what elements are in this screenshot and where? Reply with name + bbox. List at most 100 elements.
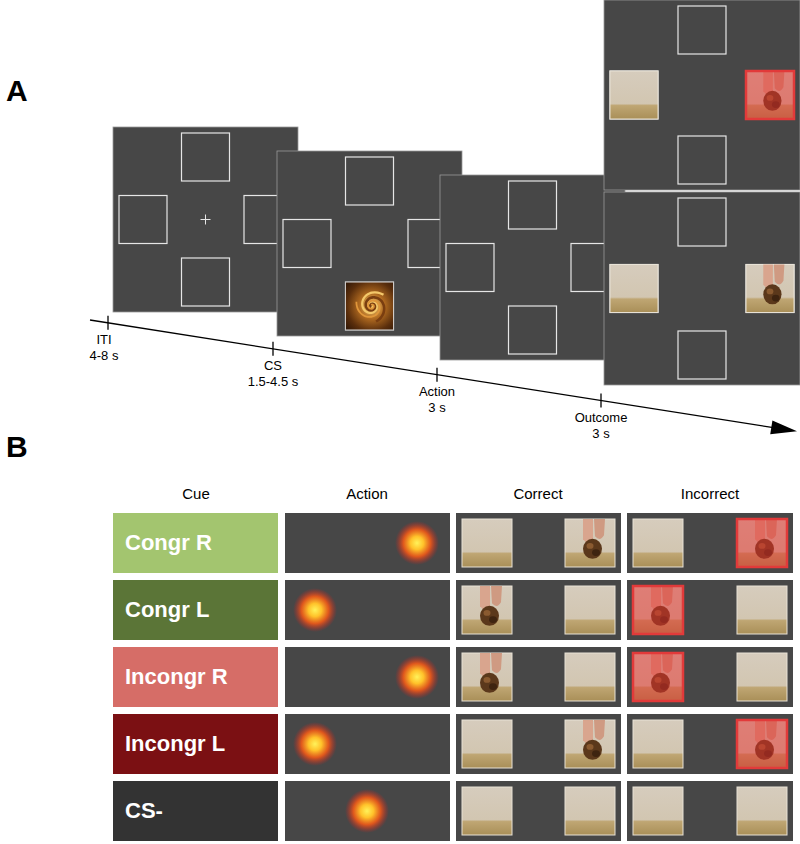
screen-ground (604, 0, 800, 190)
table-cell (456, 580, 621, 640)
condition-table (285, 513, 793, 841)
phase-name: Outcome (575, 411, 628, 426)
tray-ground (746, 265, 794, 313)
tray-ground (737, 787, 787, 835)
screen-ground (113, 127, 298, 312)
tray-ground (633, 787, 683, 835)
fractal-arm (356, 301, 379, 317)
column-header: Correct (513, 485, 562, 502)
location-box (119, 196, 167, 244)
empty-tray (565, 586, 615, 634)
response-dot (293, 722, 337, 766)
table-cell (456, 647, 621, 707)
location-box (610, 265, 658, 313)
food-shadow (772, 295, 780, 302)
error-tint (633, 586, 683, 634)
error-tint (737, 519, 787, 567)
error-tint (633, 653, 683, 701)
tray-ground (565, 519, 615, 567)
empty-tray (737, 586, 787, 634)
phase-duration: 1.5-4.5 s (248, 375, 299, 390)
tray-ground (565, 720, 615, 768)
location-box (610, 71, 658, 119)
location-box (678, 198, 726, 246)
fractal-image (346, 282, 394, 330)
cue-label: CS- (125, 799, 163, 823)
stimulus-screen (604, 192, 800, 385)
tray-ground (746, 71, 794, 119)
cue-box: Congr L (113, 580, 278, 640)
table-cell (627, 580, 793, 640)
location-box (182, 133, 230, 181)
tray-ground (462, 586, 512, 634)
empty-tray (565, 653, 615, 701)
tray-ground (462, 787, 512, 835)
food-highlight (484, 610, 491, 616)
tray-ground (462, 519, 512, 567)
error-tint (737, 720, 787, 768)
cue-box: Incongr R (113, 647, 278, 707)
empty-tray (462, 720, 512, 768)
column-header: Incorrect (681, 485, 739, 502)
tray-ground (737, 720, 787, 768)
table-cell (285, 647, 450, 707)
food-tray (633, 586, 683, 634)
food-highlight (587, 543, 594, 549)
finger (774, 265, 785, 285)
finger (594, 519, 605, 539)
time-arrowhead (770, 420, 798, 438)
location-box (283, 220, 331, 268)
empty-tray (633, 787, 683, 835)
tray-ground (610, 71, 658, 119)
food-highlight (587, 744, 594, 750)
location-box (509, 306, 557, 354)
table-cell (456, 781, 621, 841)
screen-ground (604, 192, 800, 385)
empty-tray (737, 653, 787, 701)
time-tick (600, 393, 601, 407)
finger (491, 586, 502, 606)
table-cell (627, 513, 793, 573)
tray-ground (565, 653, 615, 701)
table-cell (285, 714, 450, 774)
location-box (346, 157, 394, 205)
response-dot (345, 789, 389, 833)
tray-ground (462, 653, 512, 701)
food-highlight (767, 289, 774, 295)
location-box (346, 282, 394, 330)
food-morsel (480, 606, 499, 626)
finger (594, 720, 605, 740)
time-axis (90, 320, 775, 428)
table-cell (627, 647, 793, 707)
location-box (509, 181, 557, 229)
phase-name: CS (264, 359, 282, 374)
time-tick (436, 368, 437, 382)
cue-box: Incongr L (113, 714, 278, 774)
tray-ground (633, 519, 683, 567)
stimulus-screen (440, 175, 625, 360)
tray-ground (737, 653, 787, 701)
cue-label: Incongr R (125, 665, 228, 689)
phase-name: ITI (96, 333, 111, 348)
empty-tray (610, 265, 658, 313)
column-header: Cue (182, 485, 210, 502)
table-cell (456, 513, 621, 573)
screen-ground (277, 151, 462, 336)
tray-ground (737, 519, 787, 567)
tray-ground (633, 720, 683, 768)
stimulus-screen (113, 127, 298, 312)
phase-name: Action (419, 385, 455, 400)
phase-duration: 4-8 s (90, 349, 119, 364)
food-tray (462, 653, 512, 701)
location-box (678, 6, 726, 54)
screen-ground (440, 175, 625, 360)
cue-label: Incongr L (125, 732, 225, 756)
location-box (746, 265, 794, 313)
food-tray (737, 519, 787, 567)
finger (491, 653, 502, 673)
table-cell (627, 714, 793, 774)
table-cell (285, 580, 450, 640)
food-shadow (489, 683, 497, 690)
food-tray (746, 71, 794, 119)
